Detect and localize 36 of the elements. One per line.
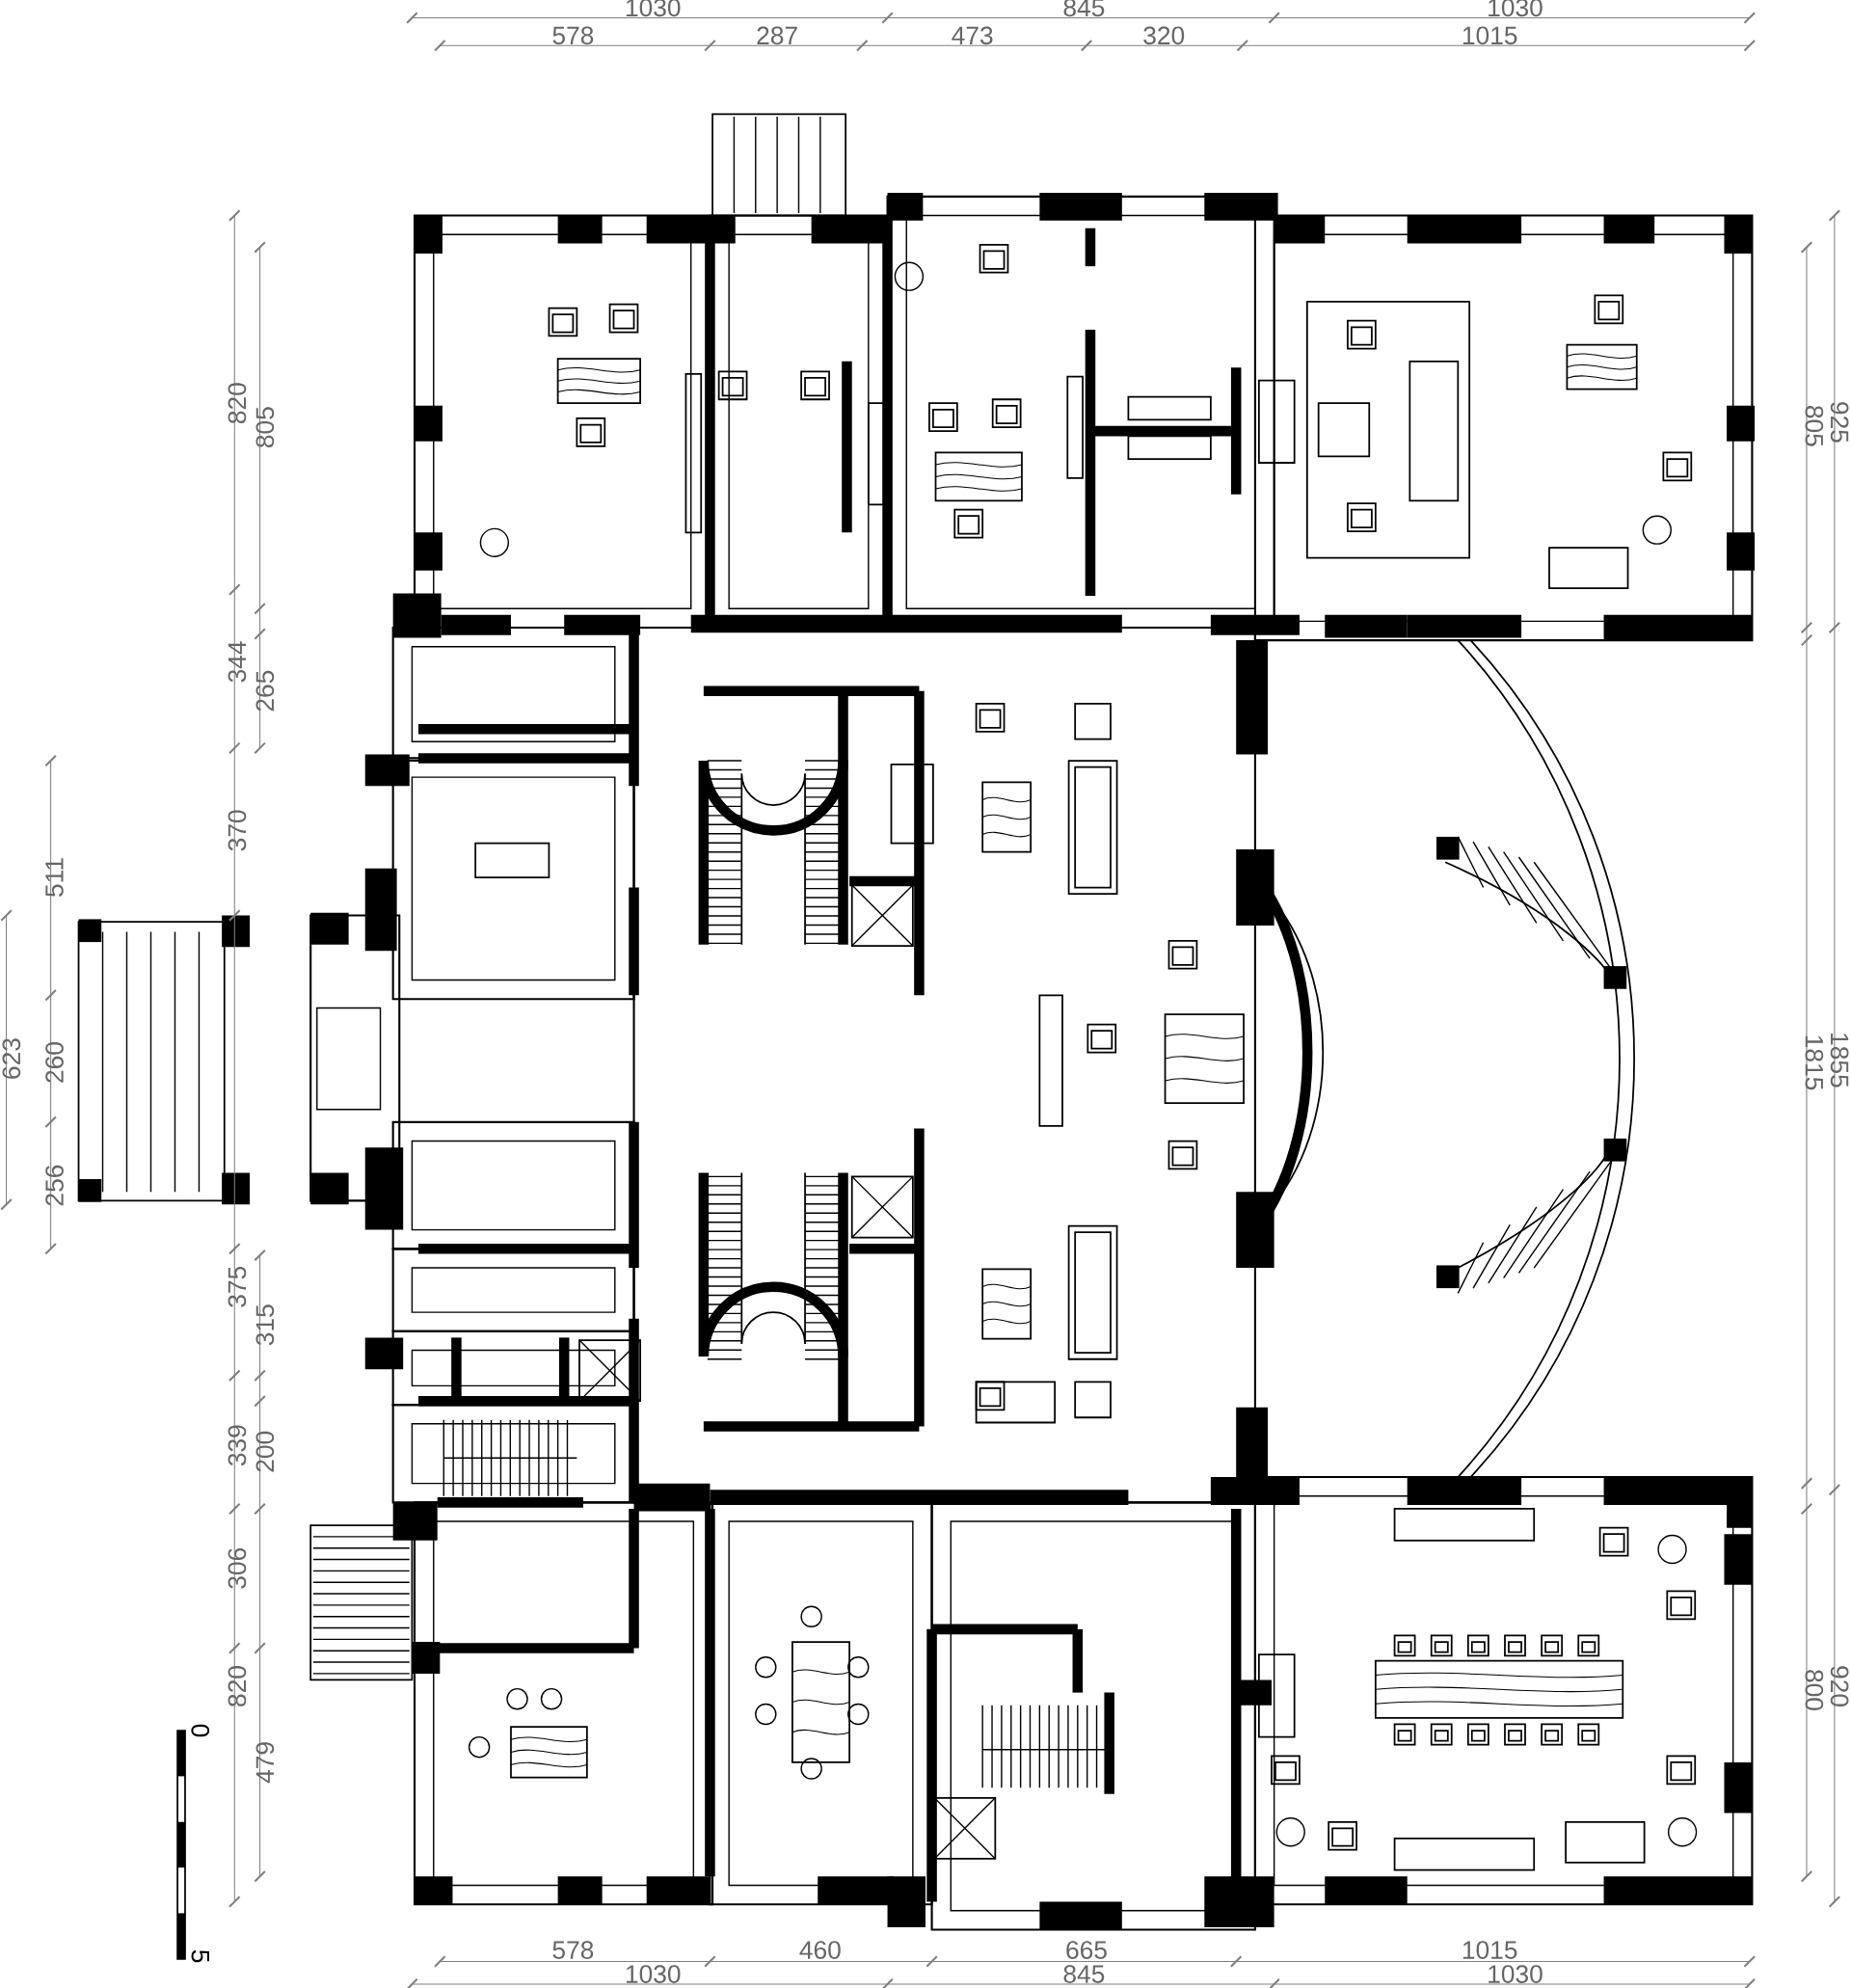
dimension-label: 200 <box>255 1431 275 1472</box>
dimension-label: 1015 <box>1462 26 1517 45</box>
dimension-label: 1030 <box>1489 1965 1542 1983</box>
dimension-label: 665 <box>1066 1941 1107 1959</box>
dimension-label: 339 <box>228 1425 247 1466</box>
dimension-label: 925 <box>1830 402 1849 443</box>
dimension-label: 479 <box>255 1742 275 1784</box>
dimension-label: 820 <box>228 383 247 423</box>
dimension-label: 370 <box>228 810 247 851</box>
dimension-label: 306 <box>228 1547 247 1589</box>
dimension-label: 1030 <box>626 1965 681 1983</box>
dimension-label: 375 <box>228 1266 247 1307</box>
dimension-label: 1815 <box>1805 1035 1824 1090</box>
dimension-label: 5 <box>191 1949 209 1963</box>
dimension-label: 256 <box>45 1165 64 1206</box>
dimension-label: 265 <box>255 670 275 712</box>
dimension-label: 473 <box>952 26 993 45</box>
dimension-label: 315 <box>255 1304 275 1346</box>
dimension-label: 1855 <box>1830 1034 1849 1088</box>
dimension-label: 260 <box>45 1042 64 1083</box>
dimension-label: 460 <box>799 1941 841 1959</box>
dimension-label: 344 <box>228 641 247 683</box>
dimension-label: 623 <box>2 1038 21 1079</box>
dimension-label: 511 <box>45 858 64 897</box>
dimension-label: 1015 <box>1462 1941 1517 1959</box>
dimension-label: 805 <box>255 407 275 447</box>
dimension-label: 820 <box>228 1666 247 1706</box>
dimension-label: 800 <box>1805 1670 1824 1710</box>
dimension-label: 805 <box>1805 406 1824 446</box>
dimension-label: 920 <box>1830 1666 1849 1706</box>
dimension-label: 578 <box>552 26 594 45</box>
dimension-label: 845 <box>1063 1965 1105 1983</box>
dimension-label: 320 <box>1143 26 1185 45</box>
dimension-label: 287 <box>757 26 797 45</box>
dimension-label: 578 <box>552 1941 594 1959</box>
dimension-label: 0 <box>191 1724 210 1737</box>
